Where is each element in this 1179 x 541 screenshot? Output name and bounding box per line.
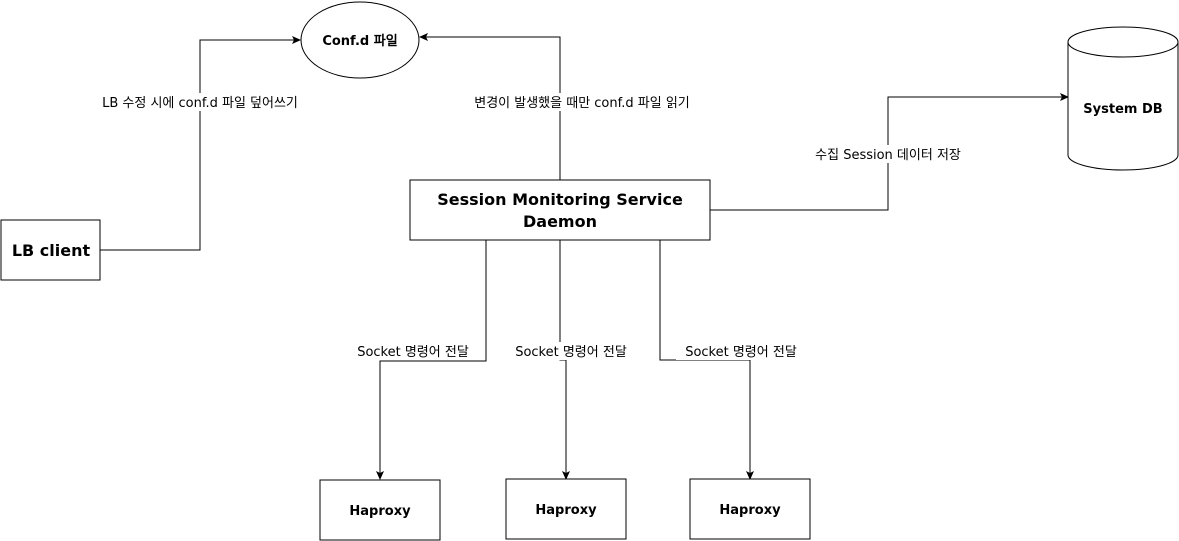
confd-file-node: Conf.d 파일 — [300, 1, 420, 79]
haproxy-node-3: Haproxy — [689, 478, 811, 540]
system-db-node: System DB — [1067, 26, 1179, 171]
edge-label-daemon-to-haproxy-1: Socket 명령어 전달 — [357, 345, 469, 360]
edge-label-daemon-to-confd: 변경이 발생했을 때만 conf.d 파일 읽기 — [474, 95, 690, 111]
edge-label-daemon-to-haproxy-3: Socket 명령어 전달 — [685, 345, 797, 360]
lb-client-node: LB client — [0, 219, 101, 281]
haproxy-label-1: Haproxy — [349, 504, 411, 519]
haproxy-node-2: Haproxy — [505, 478, 627, 540]
haproxy-label-3: Haproxy — [719, 503, 781, 518]
edge-daemon-to-haproxy-1 — [376, 240, 487, 480]
lb-client-label: LB client — [12, 241, 91, 260]
edge-daemon-to-confd — [419, 33, 561, 180]
daemon-label-line1: Session Monitoring Service — [437, 190, 683, 209]
haproxy-node-1: Haproxy — [319, 479, 441, 541]
system-db-label: System DB — [1083, 102, 1162, 117]
edge-label-lb-to-confd: LB 수정 시에 conf.d 파일 덮어쓰기 — [102, 96, 298, 111]
session-monitoring-daemon-node: Session Monitoring Service Daemon — [409, 179, 711, 241]
edge-label-daemon-to-db: 수집 Session 데이터 저장 — [815, 148, 961, 163]
daemon-label-line2: Daemon — [523, 212, 597, 231]
haproxy-label-2: Haproxy — [535, 503, 597, 518]
edge-lb-to-confd — [100, 36, 301, 251]
confd-file-label: Conf.d 파일 — [322, 34, 397, 49]
edge-label-daemon-to-haproxy-2: Socket 명령어 전달 — [515, 345, 627, 360]
